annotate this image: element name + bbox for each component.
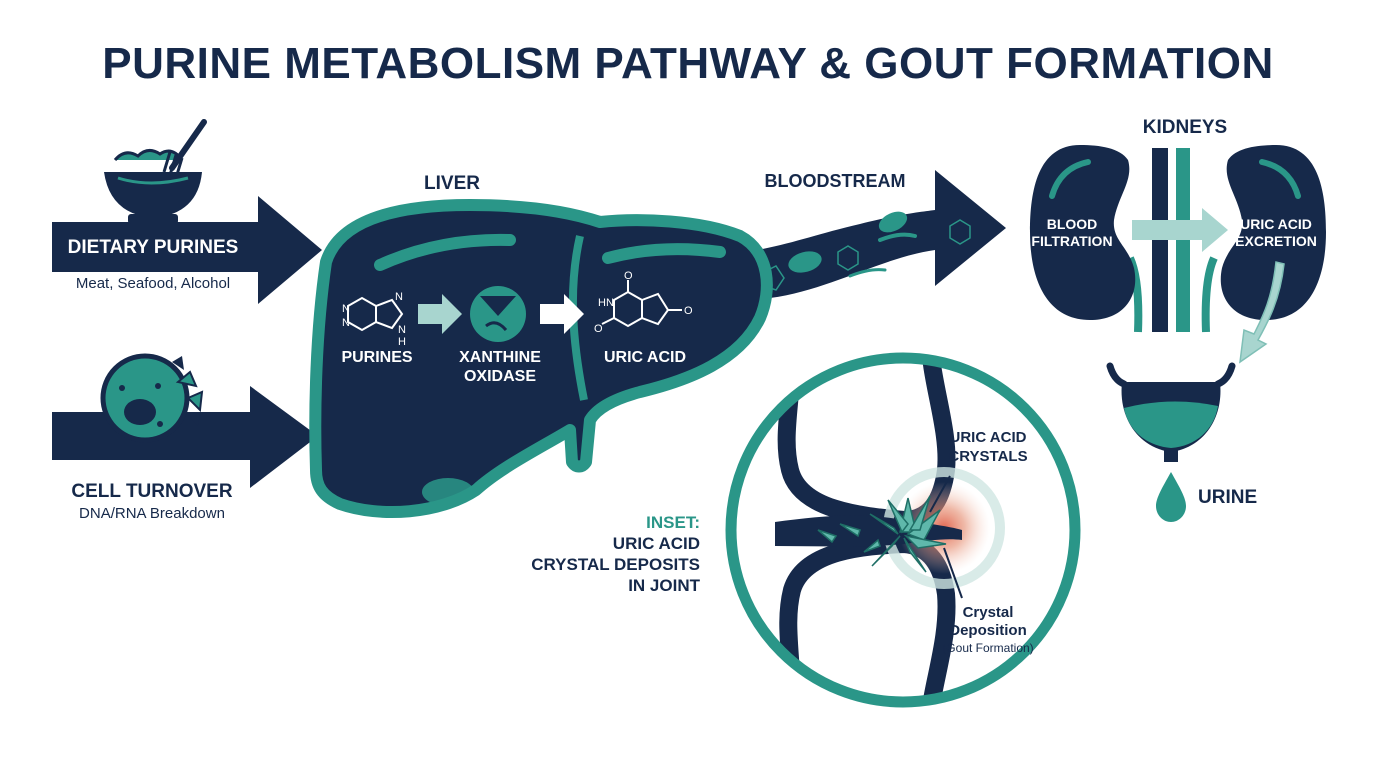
atom-o: O xyxy=(684,305,693,317)
step-xanthine-label-2: OXIDASE xyxy=(464,368,536,385)
kidney-right xyxy=(1220,145,1326,320)
inset-line-2: CRYSTAL DEPOSITS xyxy=(531,555,700,574)
cell-subtitle: DNA/RNA Breakdown xyxy=(79,505,225,522)
inset-line-3: IN JOINT xyxy=(628,576,700,595)
atom-n: N xyxy=(342,317,350,329)
step-arrow xyxy=(540,294,584,334)
crystals-label-1: URIC ACID xyxy=(950,429,1027,446)
dietary-subtitle: Meat, Seafood, Alcohol xyxy=(76,275,230,292)
bloodstream-label: BLOODSTREAM xyxy=(765,171,906,191)
crystals-label-2: CRYSTALS xyxy=(948,448,1027,465)
dietary-arrow xyxy=(52,196,322,304)
kidneys: KIDNEYS BLOOD FILTRATION URIC ACID EXCRE… xyxy=(1030,117,1326,364)
step-purines-label: PURINES xyxy=(341,349,412,366)
atom-n: N xyxy=(395,291,403,303)
kidney-left-label-2: FILTRATION xyxy=(1031,233,1112,249)
inset-tag: INSET: xyxy=(646,513,700,532)
cell-icon xyxy=(100,353,204,443)
bloodstream: BLOODSTREAM xyxy=(700,170,1006,304)
page-title: PURINE METABOLISM PATHWAY & GOUT FORMATI… xyxy=(102,39,1274,88)
atom-o: O xyxy=(594,323,603,335)
cell-source: CELL TURNOVER DNA/RNA Breakdown xyxy=(52,353,318,522)
urine-label: URINE xyxy=(1198,487,1257,508)
cell-title: CELL TURNOVER xyxy=(71,481,232,502)
liver-label: LIVER xyxy=(424,173,480,194)
kidney-right-label-1: URIC ACID xyxy=(1240,216,1312,232)
step-arrow xyxy=(418,294,462,334)
joint-inset: URIC ACID CRYSTALS Crystal Deposition (G… xyxy=(531,352,1081,708)
step-xanthine-label-1: XANTHINE xyxy=(459,349,541,366)
atom-n: N xyxy=(398,324,406,336)
bladder: URINE xyxy=(1106,362,1257,522)
blood-cell xyxy=(788,251,822,273)
enzyme-icon xyxy=(470,286,526,342)
kidneys-label: KIDNEYS xyxy=(1143,117,1227,138)
cell-arrow xyxy=(52,386,318,488)
deposition-label-1: Crystal xyxy=(963,604,1014,621)
uric-acid-molecule-icon xyxy=(601,280,682,328)
food-bowl-icon xyxy=(104,119,207,224)
purine-molecule-icon xyxy=(347,296,404,332)
dietary-title: DIETARY PURINES xyxy=(68,237,239,258)
excretion-arrow xyxy=(1239,261,1285,364)
atom-n: N xyxy=(342,303,350,315)
liver-organ xyxy=(309,199,773,519)
deposition-sub: (Gout Formation) xyxy=(942,641,1033,655)
kidney-right-label-2: EXCRETION xyxy=(1235,233,1317,249)
deposition-label-2: Deposition xyxy=(949,622,1027,639)
dietary-source: DIETARY PURINES Meat, Seafood, Alcohol xyxy=(52,119,322,304)
atom-hn: HN xyxy=(598,297,614,309)
inset-line-1: URIC ACID xyxy=(613,534,700,553)
bloodstream-arrow xyxy=(700,170,1006,304)
atom-h: H xyxy=(398,336,406,348)
atom-o: O xyxy=(624,270,633,282)
crystal-cluster xyxy=(817,495,947,573)
liver: LIVER N N N N H O O O HN PURI xyxy=(309,173,773,519)
step-uric-acid-label: URIC ACID xyxy=(604,349,686,366)
blood-cell xyxy=(878,211,908,233)
urine-drop-icon xyxy=(1156,472,1186,522)
filtration-arrow xyxy=(1132,208,1228,252)
inset-frame xyxy=(725,352,1081,708)
kidney-left-label-1: BLOOD xyxy=(1047,216,1098,232)
